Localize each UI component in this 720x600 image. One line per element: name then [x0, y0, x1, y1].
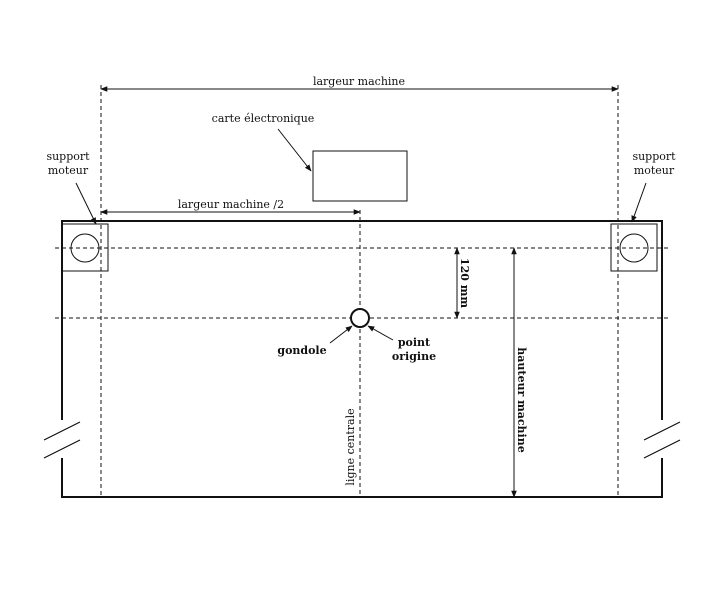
- gondola-pointer: [329, 325, 353, 344]
- electronic-board-label: carte électronique: [212, 112, 315, 125]
- gondola-label: gondole: [277, 344, 326, 357]
- origin-point-label-line1: point: [398, 336, 431, 349]
- origin-point-label-line2: origine: [392, 350, 436, 363]
- origin-point-pointer: [367, 325, 394, 341]
- half-width-label: largeur machine /2: [178, 198, 284, 211]
- motor-support-left-label-line1: support: [46, 150, 90, 163]
- motor-support-left-label-line2: moteur: [48, 164, 89, 177]
- machine-frame: [61, 220, 663, 498]
- motor-support-right-label-line1: support: [632, 150, 676, 163]
- electronic-board-pointer: [277, 128, 312, 172]
- motor-support-right-pointer: [631, 182, 647, 223]
- offset-label: 120 mm: [458, 258, 471, 308]
- break-mark-left: [43, 420, 81, 459]
- motor-support-left: [61, 223, 109, 272]
- machine-height-label: hauteur machine: [515, 347, 528, 452]
- motor-support-right: [610, 223, 658, 272]
- gondola-circle: [350, 308, 370, 328]
- machine-width-label: largeur machine: [313, 75, 405, 88]
- motor-support-left-pointer: [75, 182, 97, 225]
- break-mark-right: [643, 420, 681, 459]
- center-line-label: ligne centrale: [344, 408, 357, 485]
- electronic-board-box: [312, 150, 408, 202]
- motor-support-right-label-line2: moteur: [634, 164, 675, 177]
